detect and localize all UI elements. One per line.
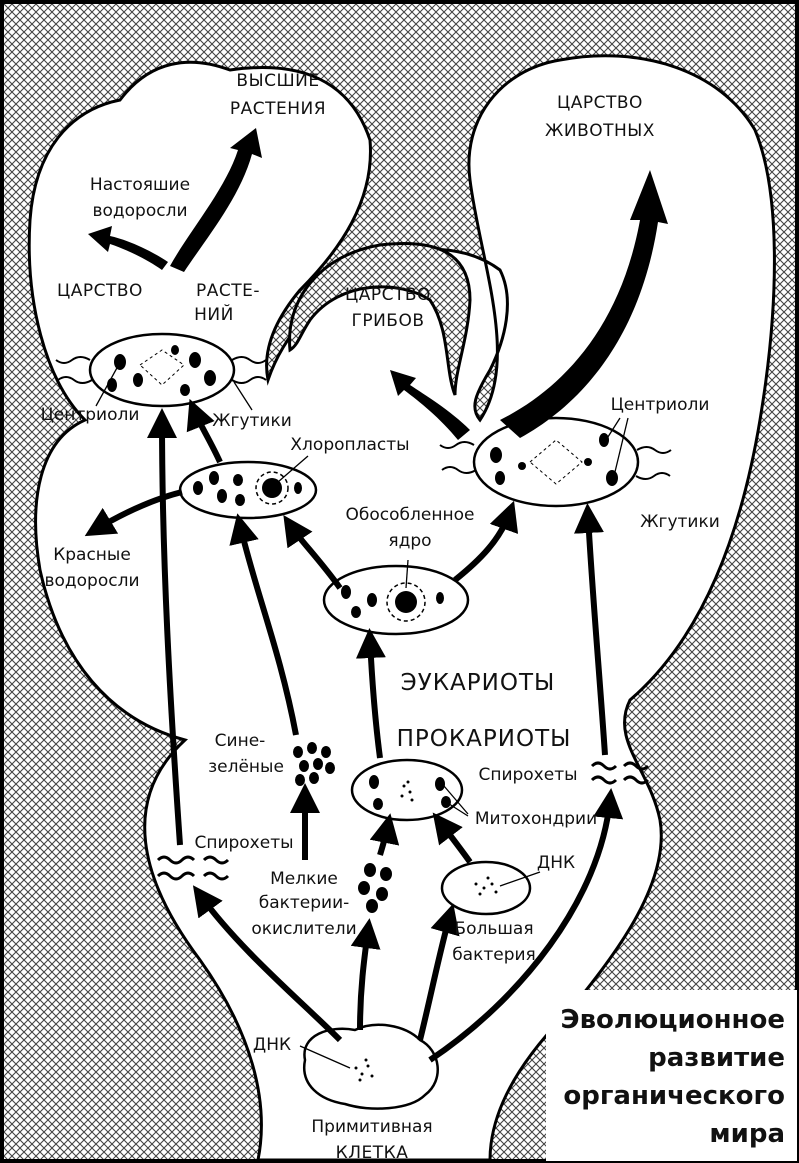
label-animal-kingdom-1: ЦАРСТВО: [557, 93, 643, 113]
eukaryote-cell: [324, 566, 468, 634]
label-red-algae-1: Красные: [53, 545, 131, 565]
label-plant-kingdom-b-2: НИЙ: [194, 303, 234, 325]
label-higher-plants-1: ВЫСШИЕ: [236, 71, 319, 91]
label-flagella-left: Жгутики: [212, 411, 292, 431]
label-dna-right: ДНК: [537, 853, 575, 873]
label-isolated-nucleus-2: ядро: [388, 531, 431, 551]
title-line-3: органического: [563, 1081, 785, 1111]
label-large-bacterium-1: Большая: [454, 919, 533, 939]
label-true-algae-1: Настояшие: [90, 175, 190, 195]
label-animal-kingdom-2: ЖИВОТНЫХ: [545, 121, 655, 141]
label-spirochetes-left: Спирохеты: [194, 833, 293, 853]
label-small-bacteria-2: бактерии-: [259, 893, 350, 913]
label-small-bacteria-3: окислители: [251, 919, 356, 939]
label-centrioles-right: Центриоли: [611, 395, 710, 415]
label-isolated-nucleus-1: Обособленное: [346, 505, 475, 525]
label-primitive-cell-2: КЛЕТКА: [336, 1143, 409, 1163]
label-centrioles-left: Центриоли: [41, 405, 140, 425]
label-plant-kingdom-a: ЦАРСТВО: [57, 281, 143, 301]
large-bacterium-cell: [442, 862, 530, 914]
label-small-bacteria-1: Мелкие: [270, 869, 338, 889]
label-eukaryotes: ЭУКАРИОТЫ: [401, 670, 556, 696]
label-higher-plants-2: РАСТЕНИЯ: [230, 99, 326, 119]
label-true-algae-2: водоросли: [92, 201, 187, 221]
title-line-1: Эволюционное: [561, 1005, 786, 1035]
label-blue-green-1: Сине-: [215, 731, 266, 751]
title-line-4: мира: [709, 1119, 785, 1149]
label-chloroplasts: Хлоропласты: [290, 435, 409, 455]
label-blue-green-2: зелёные: [208, 757, 284, 777]
label-prokaryotes: ПРОКАРИОТЫ: [397, 726, 572, 752]
label-plant-kingdom-b-1: РАСТЕ-: [196, 281, 260, 301]
label-red-algae-2: водоросли: [44, 571, 139, 591]
chloroplast-cell: [180, 462, 316, 518]
label-large-bacterium-2: бактерия: [452, 945, 536, 965]
label-mitochondria: Митохондрии: [475, 809, 597, 829]
title-line-2: развитие: [648, 1043, 785, 1073]
label-primitive-cell-1: Примитивная: [311, 1117, 432, 1137]
title-box: Эволюционное развитие органического мира: [546, 990, 797, 1161]
label-spirochetes-right: Спирохеты: [478, 765, 577, 785]
label-flagella-right: Жгутики: [640, 512, 720, 532]
label-fungi-kingdom-1: ЦАРСТВО: [345, 285, 431, 305]
label-fungi-kingdom-2: ГРИБОВ: [351, 311, 424, 331]
mitochondria-cell: [352, 760, 462, 820]
label-dna-left: ДНК: [253, 1035, 291, 1055]
